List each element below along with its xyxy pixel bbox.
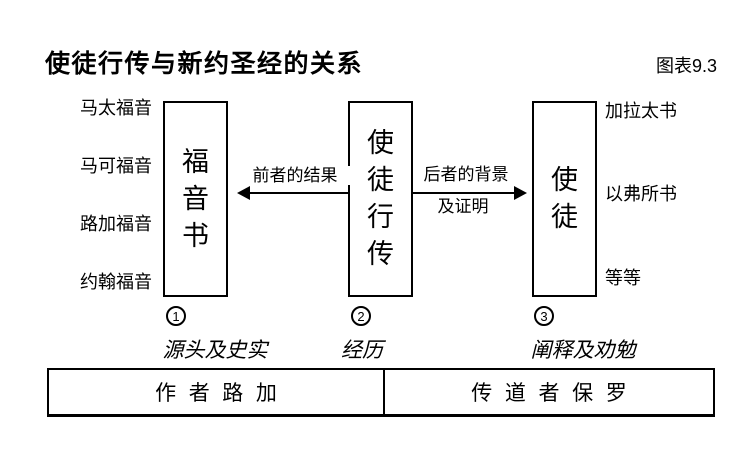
caption-experience: 经历 xyxy=(341,338,383,362)
step-number-1: 1 xyxy=(172,308,180,324)
step-badge-2: 2 xyxy=(351,306,371,326)
author-cell-paul: 传道者保罗 xyxy=(471,382,640,405)
author-cell-luke: 作者路加 xyxy=(49,370,385,414)
gospels-box-label: 福音书 xyxy=(182,146,209,251)
acts-box: 使徒行传 xyxy=(348,101,413,297)
apostle-box-label: 使徒 xyxy=(551,165,578,232)
epistle-label-ephesians: 以弗所书 xyxy=(605,184,677,204)
gospels-box: 福音书 xyxy=(163,101,228,297)
gospel-label-luke: 路加福音 xyxy=(80,214,152,234)
caption-exposition-exhortation: 阐释及劝勉 xyxy=(530,338,636,362)
apostle-box: 使徒 xyxy=(532,101,597,297)
left-arrow-line xyxy=(249,192,348,194)
step-badge-1: 1 xyxy=(166,306,186,326)
right-arrow-head-icon xyxy=(514,186,527,200)
caption-source-history: 源头及史实 xyxy=(162,338,268,362)
gospel-label-matthew: 马太福音 xyxy=(80,98,152,118)
figure-number-label: 图表9.3 xyxy=(655,56,717,76)
right-arrow-line xyxy=(413,192,514,194)
left-arrow-head-icon xyxy=(237,186,250,200)
step-badge-3: 3 xyxy=(534,306,554,326)
gospel-label-mark: 马可福音 xyxy=(80,156,152,176)
author-bar: 作者路加 传道者保罗 xyxy=(47,368,715,417)
gospel-label-john: 约翰福音 xyxy=(80,272,152,292)
acts-box-label: 使徒行传 xyxy=(367,128,394,269)
page-title: 使徒行传与新约圣经的关系 xyxy=(45,50,364,78)
step-number-2: 2 xyxy=(357,308,365,324)
left-arrow-label: 前者的结果 xyxy=(240,166,350,185)
step-number-3: 3 xyxy=(540,308,548,324)
right-arrow-label-line1: 后者的背景 xyxy=(413,165,519,184)
right-arrow-label-line2: 及证明 xyxy=(413,197,513,216)
epistle-label-galatians: 加拉太书 xyxy=(605,101,677,121)
epistle-label-etc: 等等 xyxy=(605,268,641,288)
